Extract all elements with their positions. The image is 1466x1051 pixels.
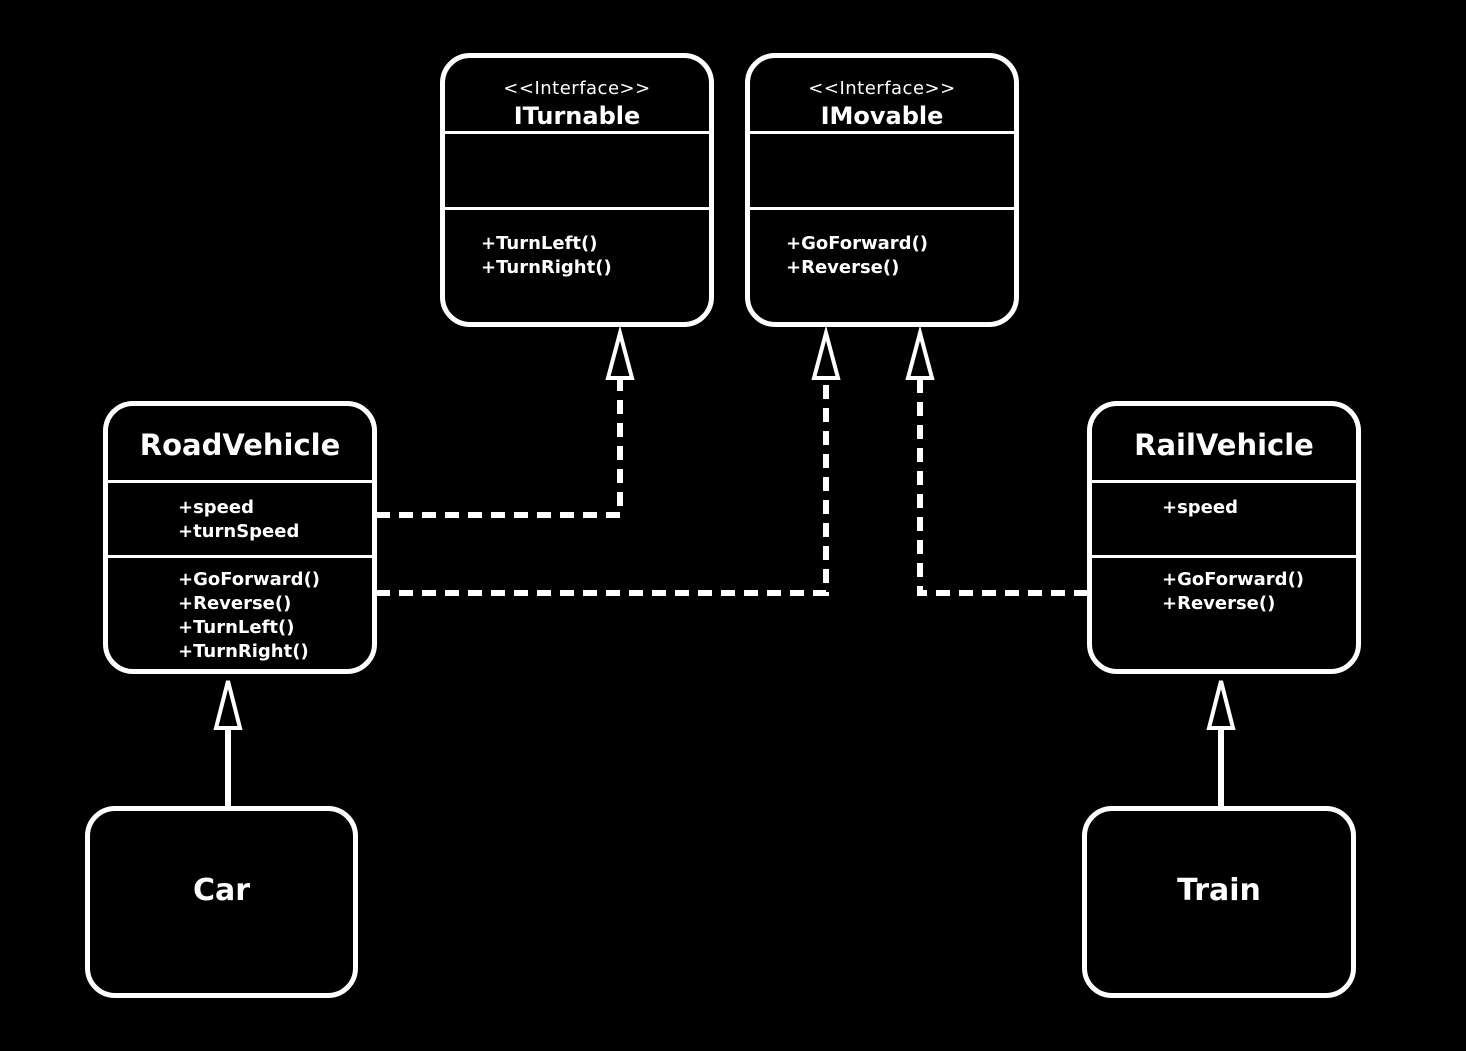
realization-roadvehicle-imovable	[376, 380, 829, 596]
class-name: Train	[1177, 873, 1261, 908]
arrowhead-imovable-left	[811, 325, 841, 380]
class-name: RoadVehicle	[139, 428, 341, 462]
arrowhead-imovable-right	[905, 325, 935, 380]
realization-roadvehicle-iturnable	[376, 380, 623, 518]
arrowhead-iturnable	[605, 325, 635, 380]
method-item: +GoForward()	[1162, 569, 1305, 590]
attribute-item: +turnSpeed	[178, 521, 300, 542]
section-divider	[750, 207, 1014, 210]
stereotype-label: <<Interface>>	[808, 78, 956, 99]
section-divider	[108, 480, 372, 483]
attribute-item: +speed	[178, 497, 254, 518]
section-divider	[445, 207, 709, 210]
section-divider	[108, 555, 372, 558]
class-box-train[interactable]: Train	[1082, 806, 1356, 998]
class-name: RailVehicle	[1134, 428, 1314, 462]
method-item: +Reverse()	[786, 257, 900, 278]
class-box-iturnable[interactable]: <<Interface>> ITurnable +TurnLeft() +Tur…	[440, 53, 714, 327]
arrowhead-roadvehicle	[213, 680, 243, 730]
method-item: +Reverse()	[1162, 593, 1276, 614]
class-box-roadvehicle[interactable]: RoadVehicle +speed +turnSpeed +GoForward…	[103, 401, 377, 674]
class-name: ITurnable	[513, 102, 641, 130]
section-divider	[1092, 555, 1356, 558]
section-divider	[1092, 480, 1356, 483]
section-divider	[750, 131, 1014, 134]
method-item: +GoForward()	[178, 569, 321, 590]
class-box-railvehicle[interactable]: RailVehicle +speed +GoForward() +Reverse…	[1087, 401, 1361, 674]
method-item: +TurnRight()	[481, 257, 612, 278]
class-name: Car	[192, 873, 251, 908]
realization-railvehicle-imovable	[917, 380, 1088, 596]
arrowhead-railvehicle	[1206, 680, 1236, 730]
class-box-imovable[interactable]: <<Interface>> IMovable +GoForward() +Rev…	[745, 53, 1019, 327]
stereotype-label: <<Interface>>	[503, 78, 651, 99]
attribute-item: +speed	[1162, 497, 1238, 518]
method-item: +TurnRight()	[178, 641, 309, 662]
method-item: +TurnLeft()	[178, 617, 295, 638]
method-item: +TurnLeft()	[481, 233, 598, 254]
method-item: +Reverse()	[178, 593, 292, 614]
class-box-car[interactable]: Car	[85, 806, 358, 998]
class-name: IMovable	[820, 102, 944, 130]
section-divider	[445, 131, 709, 134]
method-item: +GoForward()	[786, 233, 929, 254]
